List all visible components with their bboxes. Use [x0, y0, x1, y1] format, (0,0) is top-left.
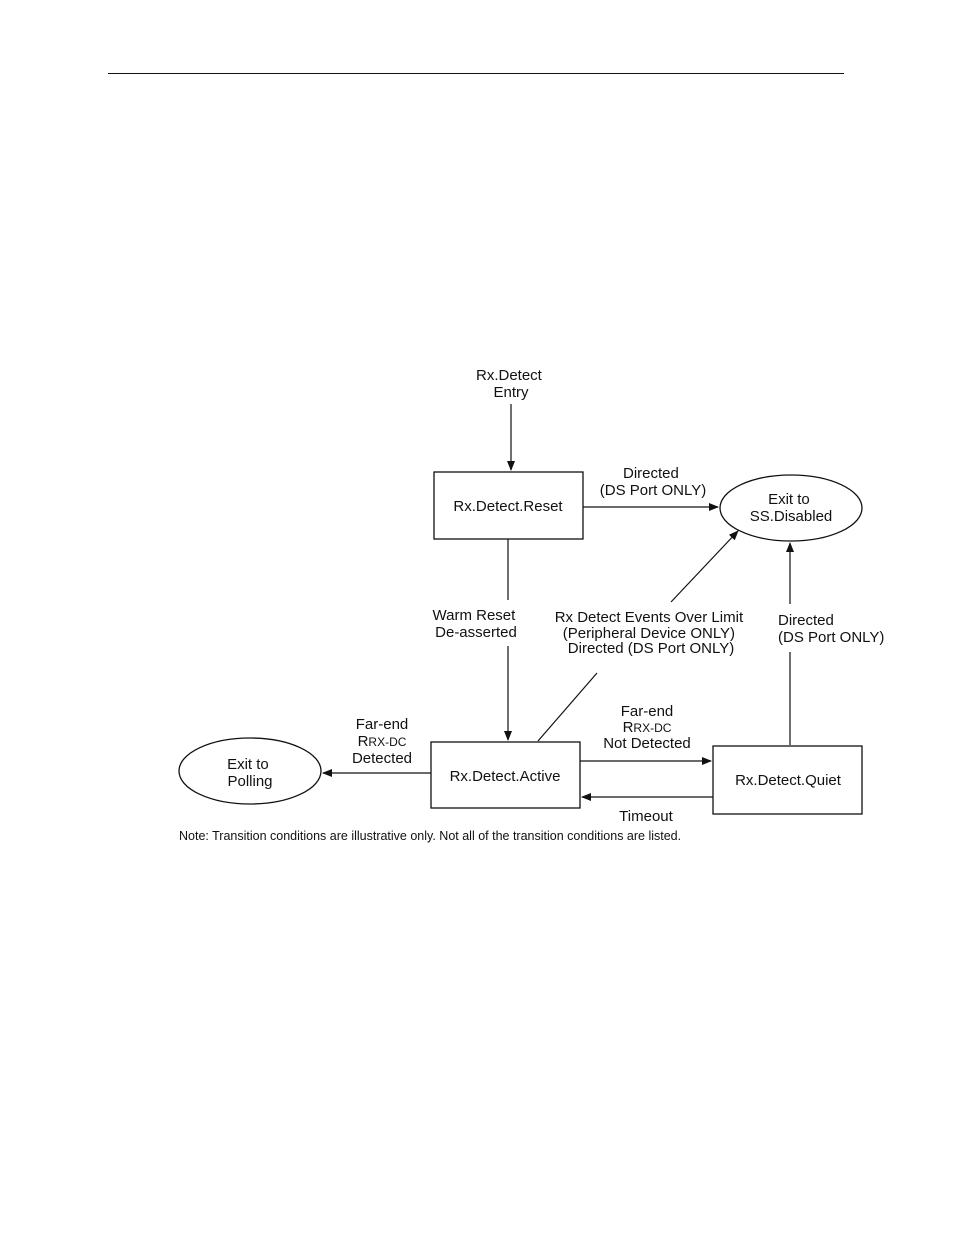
arrow-active-to-disabled — [670, 530, 739, 603]
svg-text:Exit to Polling: Exit to Polling — [227, 756, 273, 790]
state-rx-detect-active: Rx.Detect.Active — [430, 741, 581, 809]
header-rule — [108, 73, 844, 74]
svg-text:Rx.Detect.Active: Rx.Detect.Active — [450, 768, 561, 785]
svg-text:Rx.Detect.Quiet: Rx.Detect.Quiet — [735, 772, 842, 789]
diagram-note: Note: Transition conditions are illustra… — [179, 829, 681, 843]
label-active-to-quiet-r: RRX-DC — [623, 719, 672, 736]
label-active-to-polling-line3: Detected — [352, 750, 412, 767]
label-quiet-to-active: Timeout — [619, 808, 673, 825]
label-active-to-quiet: Far-end — [621, 703, 674, 720]
svg-text:Rx.Detect.Reset: Rx.Detect.Reset — [453, 498, 563, 515]
line-active-to-disabled-lower — [537, 672, 598, 742]
label-quiet-to-disabled: Directed (DS Port ONLY) — [778, 612, 884, 646]
label-reset-to-disabled: Directed (DS Port ONLY) — [600, 465, 706, 499]
exit-ss-disabled: Exit to SS.Disabled — [719, 474, 863, 542]
label-reset-to-active: Warm Reset De-asserted — [433, 607, 520, 641]
label-active-to-quiet-line3: Not Detected — [603, 735, 691, 752]
state-rx-detect-quiet: Rx.Detect.Quiet — [712, 745, 863, 815]
entry-label: Rx.Detect Entry — [476, 367, 546, 401]
label-active-to-disabled: Rx Detect Events Over Limit (Peripheral … — [555, 609, 748, 657]
exit-polling: Exit to Polling — [178, 737, 322, 805]
state-rx-detect-reset: Rx.Detect.Reset — [433, 471, 584, 540]
label-active-to-polling: Far-end — [356, 716, 409, 733]
svg-text:Exit to SS.Disabled: Exit to SS.Disabled — [750, 491, 833, 525]
label-active-to-polling-r: RRX-DC — [358, 733, 407, 750]
